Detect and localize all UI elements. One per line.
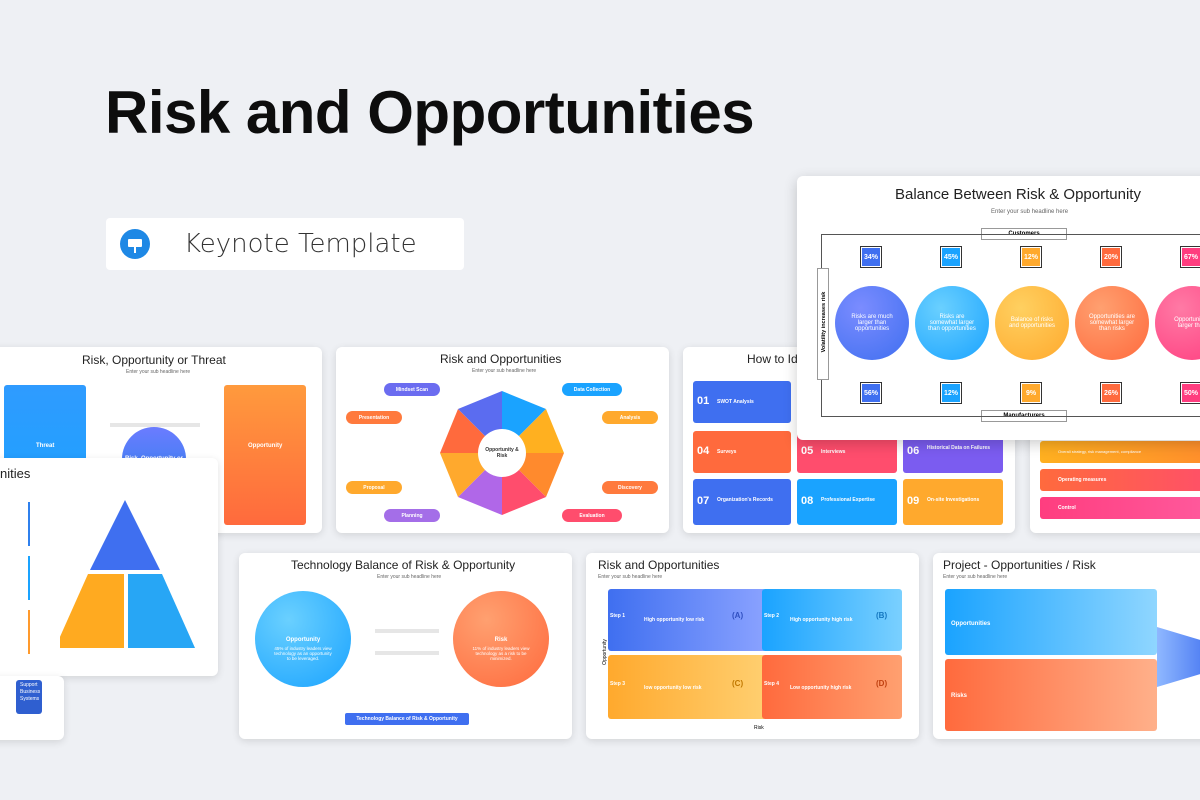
item-08: 08 Professional Expertise [797, 479, 897, 525]
volatility-axis: Volatility increases risk [817, 268, 829, 380]
pct-top-5: 67% [1180, 246, 1200, 268]
wheel-center-label: Opportunity & Risk [485, 447, 519, 459]
balance-circle-5: Opportunities larger than [1155, 286, 1200, 360]
side-bar-orange [28, 610, 30, 654]
slide-project[interactable]: Project - Opportunities / Risk Enter you… [933, 553, 1200, 739]
slide-subtitle: Enter your sub headline here [472, 368, 537, 374]
slide-risk-opportunities-wheel[interactable]: Risk and Opportunities Enter your sub he… [336, 347, 669, 533]
balance-circle-4: Opportunities are somewhat larger than r… [1075, 286, 1149, 360]
item-07: 07 Organization's Records [693, 479, 791, 525]
matrix-cell-c: Step 3 low opportunity low risk (C) [608, 655, 766, 719]
pct-top-2: 45% [940, 246, 962, 268]
slide-balance[interactable]: Balance Between Risk & Opportunity Enter… [797, 176, 1200, 440]
side-bar-sky [28, 556, 30, 600]
page-title: Risk and Opportunities [105, 79, 755, 146]
pill-analysis: Analysis [602, 411, 658, 424]
project-funnel [1157, 627, 1200, 687]
slide-title: Risk and Opportunities [440, 352, 562, 366]
tech-footer: Technology Balance of Risk & Opportunity [345, 713, 469, 725]
slide-title: Project - Opportunities / Risk [943, 558, 1096, 572]
balance-circle-2: Risks are somewhat larger than opportuni… [915, 286, 989, 360]
project-risks-row: Risks [945, 659, 1157, 731]
tech-opportunity-circle: Opportunity 45% of industry leaders view… [255, 591, 351, 687]
keynote-icon [120, 229, 150, 259]
slide-matrix[interactable]: Risk and Opportunities Enter your sub he… [586, 553, 919, 739]
axis-line-bottom [821, 416, 1200, 417]
tech-arrow-left [375, 651, 439, 655]
opportunity-label: Opportunity [248, 443, 283, 449]
item-04: 04 Surveys [693, 431, 791, 473]
side-row-orange: Overall strategy, risk management, compl… [1040, 441, 1200, 463]
pct-top-1: 34% [860, 246, 882, 268]
balance-circle-1: Risks are much larger than opportunities [835, 286, 909, 360]
pill-presentation: Presentation [346, 411, 402, 424]
pct-bottom-5: 50% [1180, 382, 1200, 404]
opportunity-panel [224, 385, 306, 525]
matrix-cell-a: Step 1 High opportunity low risk (A) [608, 589, 766, 651]
pct-bottom-4: 26% [1100, 382, 1122, 404]
triangle-diagram [60, 500, 195, 648]
item-01: 01 SWOT Analysis [693, 381, 791, 423]
support-label: Support Business Systems [20, 682, 41, 702]
pct-top-3: 12% [1020, 246, 1042, 268]
keynote-badge: Keynote Template [106, 218, 464, 270]
slide-subtitle: Enter your sub headline here [126, 369, 191, 375]
pill-evaluation: Evaluation [562, 509, 622, 522]
slide-title: How to Id [747, 352, 798, 366]
slide-title: Risk and Opportunities [598, 558, 720, 572]
project-opportunities-row: Opportunities [945, 589, 1157, 655]
pill-planning: Planning [384, 509, 440, 522]
matrix-cell-b: Step 2 High opportunity high risk (B) [762, 589, 902, 651]
pct-bottom-2: 12% [940, 382, 962, 404]
side-bar-blue [28, 502, 30, 546]
balance-circle-3: Balance of risks and opportunities [995, 286, 1069, 360]
threat-label: Threat [36, 443, 55, 449]
side-row-red: Operating measures [1040, 469, 1200, 491]
x-axis-label: Risk [754, 725, 764, 731]
slide-title: Technology Balance of Risk & Opportunity [291, 558, 516, 572]
slide-title: nities [0, 466, 31, 481]
matrix-cell-d: Step 4 Low opportunity high risk (D) [762, 655, 902, 719]
slide-subtitle: Enter your sub headline here [943, 574, 1008, 580]
side-row-pink: Control [1040, 497, 1200, 519]
tech-arrow-right [375, 629, 439, 633]
pill-proposal: Proposal [346, 481, 402, 494]
slide-subtitle: Enter your sub headline here [598, 574, 663, 580]
slide-title: Balance Between Risk & Opportunity [895, 186, 1141, 203]
pct-top-4: 20% [1100, 246, 1122, 268]
octagon-wheel [440, 391, 564, 515]
tech-risk-circle: Risk 11% of industry leaders view techno… [453, 591, 549, 687]
slide-technology-balance[interactable]: Technology Balance of Risk & Opportunity… [239, 553, 572, 739]
slide-subtitle: Enter your sub headline here [991, 209, 1069, 215]
slide-support[interactable]: Support Business Systems [0, 676, 64, 740]
axis-line-top [821, 234, 1200, 235]
item-09: 09 On-site Investigations [903, 479, 1003, 525]
pill-discovery: Discovery [602, 481, 658, 494]
pill-mindset: Mindset Scan [384, 383, 440, 396]
pct-bottom-1: 56% [860, 382, 882, 404]
pill-data-collection: Data Collection [562, 383, 622, 396]
slide-triangle[interactable]: nities [0, 458, 218, 676]
badge-label: Keynote Template [184, 229, 417, 259]
support-box [16, 680, 42, 714]
pct-bottom-3: 9% [1020, 382, 1042, 404]
arrow-right [110, 423, 200, 427]
slide-title: Risk, Opportunity or Threat [82, 353, 226, 367]
slide-subtitle: Enter your sub headline here [377, 574, 442, 580]
